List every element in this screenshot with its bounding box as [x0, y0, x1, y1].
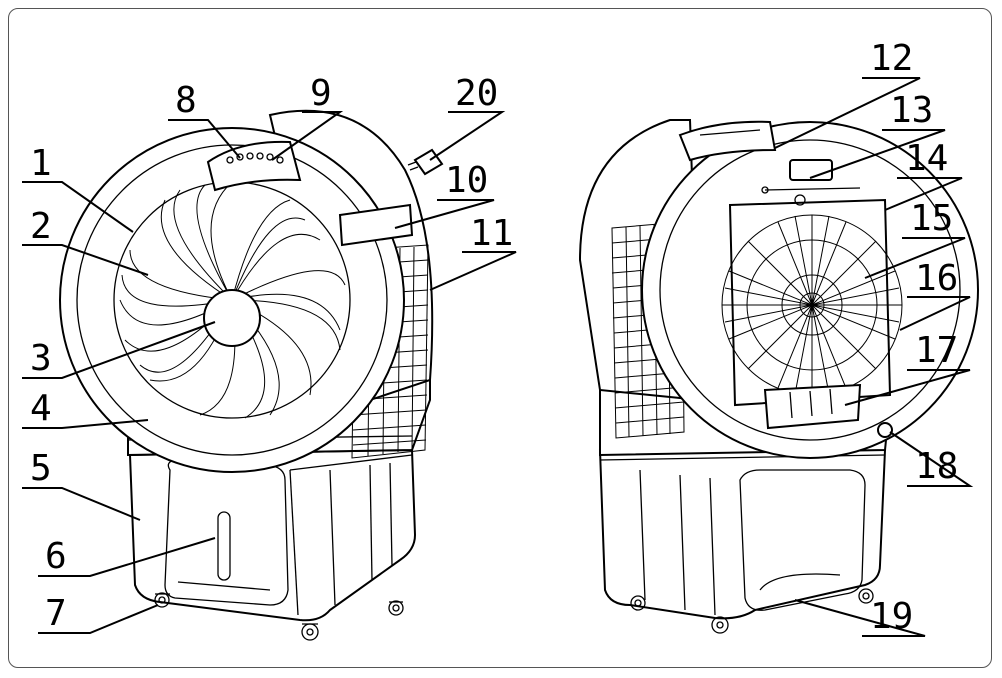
label-14: 14	[905, 138, 948, 179]
rear-tank-cover	[763, 383, 862, 430]
label-17: 17	[915, 330, 958, 371]
callout-labels: 1 2 3 4 5 6 7 8 9 20 10 11 12	[22, 38, 974, 637]
label-13: 13	[890, 90, 933, 131]
front-view-cooler	[59, 109, 444, 641]
label-2: 2	[30, 206, 52, 247]
label-12: 12	[870, 38, 913, 79]
power-plug	[407, 148, 444, 176]
fan-hub	[203, 289, 261, 347]
control-buttons	[226, 152, 284, 164]
rear-caster-wheels	[630, 588, 874, 634]
caster-wheels	[154, 592, 404, 641]
label-20: 20	[455, 73, 498, 114]
label-1: 1	[30, 143, 52, 184]
label-15: 15	[910, 198, 953, 239]
rear-fan-grill	[721, 214, 903, 396]
label-10: 10	[445, 160, 488, 201]
label-8: 8	[175, 80, 197, 121]
label-6: 6	[45, 536, 67, 577]
water-inlet-cover	[338, 203, 414, 247]
water-level-window	[217, 511, 231, 581]
label-7: 7	[45, 593, 67, 634]
label-16: 16	[915, 258, 958, 299]
drain-plug	[877, 422, 893, 438]
label-5: 5	[30, 448, 52, 489]
label-11: 11	[470, 213, 513, 254]
label-4: 4	[30, 388, 52, 429]
label-9: 9	[310, 73, 332, 114]
label-3: 3	[30, 338, 52, 379]
front-fan-grill	[119, 181, 346, 419]
